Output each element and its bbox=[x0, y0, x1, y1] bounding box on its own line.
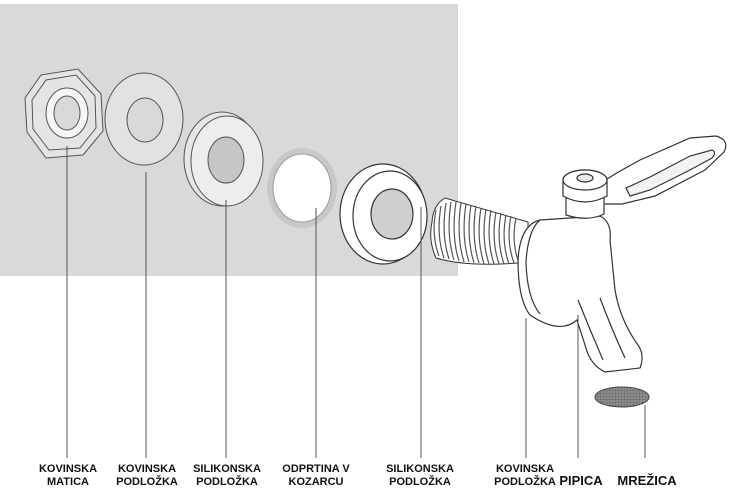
leader-lines bbox=[66, 146, 646, 458]
mesh-filter bbox=[594, 386, 650, 408]
label-silikonska-podlozka-2: SILIKONSKA PODLOŽKA bbox=[381, 463, 459, 489]
label-line: PODLOŽKA bbox=[196, 476, 258, 488]
label-line: KOZARCU bbox=[288, 476, 344, 488]
silicone-washer-right bbox=[339, 163, 428, 265]
label-line: PODLOŽKA bbox=[389, 476, 451, 488]
label-line: PIPICA bbox=[559, 473, 603, 488]
label-line: KOVINSKA bbox=[38, 463, 98, 475]
metal-washer-left bbox=[104, 72, 184, 166]
tap-handle bbox=[595, 135, 727, 205]
label-pipica: PIPICA bbox=[556, 474, 606, 487]
label-line: ODPRTINA V bbox=[282, 463, 350, 475]
label-line: KOVINSKA bbox=[117, 463, 177, 475]
label-odprtina-v-kozarcu: ODPRTINA V KOZARCU bbox=[274, 463, 358, 489]
label-line: PODLOŽKA bbox=[116, 476, 178, 488]
metal-nut bbox=[24, 68, 104, 159]
label-line: MREŽICA bbox=[617, 473, 677, 488]
threaded-stem bbox=[430, 197, 529, 265]
label-line: SILIKONSKA bbox=[193, 463, 261, 475]
jar-opening bbox=[267, 148, 337, 228]
label-kovinska-matica: KOVINSKA MATICA bbox=[37, 463, 99, 489]
label-line: PODLOŽKA bbox=[494, 476, 556, 488]
label-line: SILIKONSKA bbox=[386, 463, 454, 475]
label-kovinska-podlozka-2: KOVINSKA PODLOŽKA bbox=[489, 463, 561, 489]
label-line: MATICA bbox=[47, 476, 89, 488]
label-mrezica: MREŽICA bbox=[614, 474, 680, 487]
silicone-washer-left bbox=[183, 111, 264, 207]
tap-body bbox=[517, 169, 643, 373]
label-line: KOVINSKA bbox=[495, 463, 555, 475]
label-kovinska-podlozka-1: KOVINSKA PODLOŽKA bbox=[114, 463, 180, 489]
label-silikonska-podlozka-1: SILIKONSKA PODLOŽKA bbox=[189, 463, 265, 489]
